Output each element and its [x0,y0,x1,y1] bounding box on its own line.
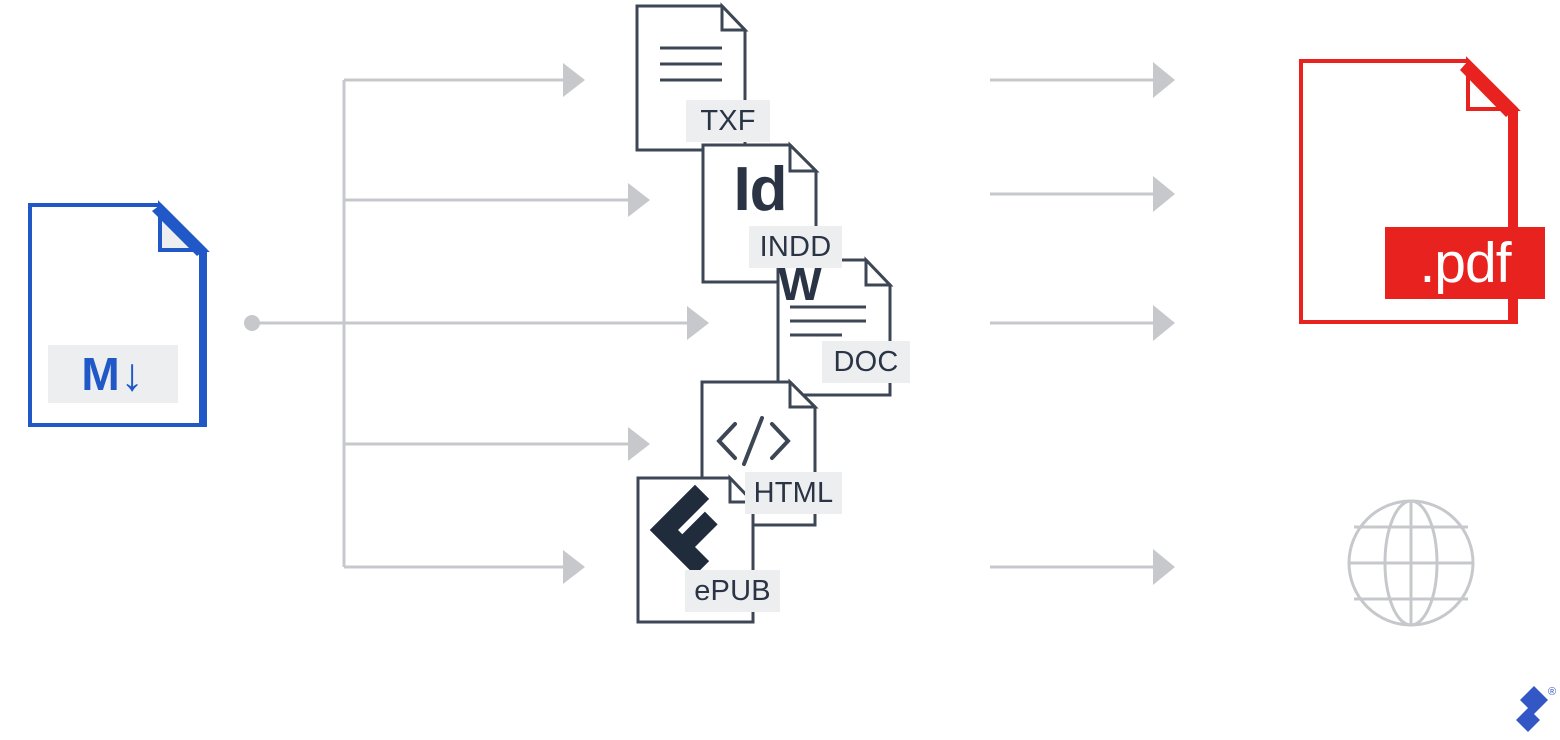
arrowhead-output-2 [1153,176,1175,212]
globe-icon[interactable] [1347,499,1475,627]
arrowhead-epub [563,550,585,584]
epub-file-label: ePUB [685,570,780,612]
arrowhead-output-3 [1153,305,1175,341]
indd-file-label: INDD [749,226,842,268]
arrowhead-doc [687,306,709,340]
arrowhead-txf [563,63,585,97]
text-lines [660,46,722,82]
arrowhead-output-4 [1153,549,1175,585]
html-file-label: HTML [745,472,842,514]
doc-text-lines [790,305,866,337]
arrowhead-indd [628,183,650,217]
brand-logo [1516,686,1548,732]
arrowhead-output-1 [1153,62,1175,98]
arrowhead-html [628,427,650,461]
pdf-file-label: .pdf [1385,227,1545,299]
word-glyph: W [778,258,822,310]
markdown-file-label: M↓ [48,345,178,403]
registered-trademark-symbol: ® [1548,686,1557,698]
source-junction-dot [244,315,260,331]
doc-file-label: DOC [822,341,910,383]
txf-file-label: TXF [686,100,770,142]
code-glyph [716,416,791,466]
indesign-glyph: Id [733,154,787,224]
